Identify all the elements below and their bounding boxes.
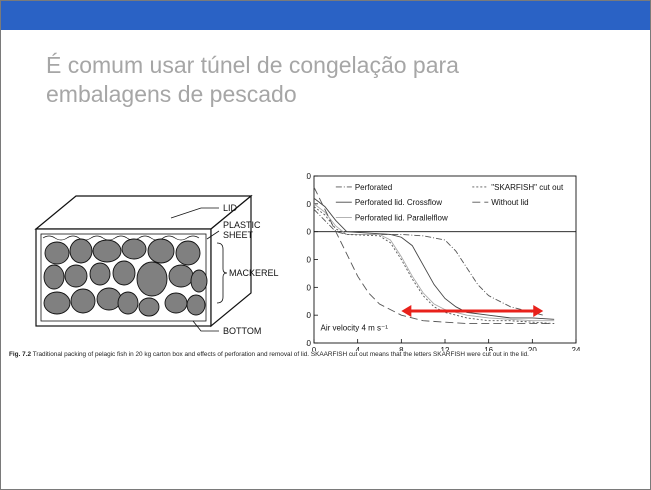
label-plastic: PLASTIC: [223, 220, 261, 230]
x-tick-label: 8: [399, 346, 404, 351]
air-velocity-annotation: Air velocity 4 m s⁻¹: [321, 323, 389, 332]
x-tick-label: 0: [312, 346, 317, 351]
label-lid: LID: [223, 203, 238, 213]
x-tick-label: 24: [572, 346, 581, 351]
series-line-4: [313, 206, 555, 324]
x-tick-label: 20: [528, 346, 537, 351]
x-tick-label: 16: [484, 346, 493, 351]
x-tick-label: 12: [441, 346, 450, 351]
legend-label-4: "SKARFISH" cut out: [491, 183, 564, 192]
temperature-chart: 20100-10-20-30-4004812162024Time (hour)T…: [306, 172, 581, 351]
label-bottom: BOTTOM: [223, 326, 261, 336]
series-line-1: [313, 209, 544, 316]
box-side: [210, 194, 252, 328]
lid-leader: [170, 207, 219, 219]
y-tick-label: 20: [306, 172, 312, 181]
x-tick-label: 4: [355, 346, 360, 351]
red-arrow-head-right: [533, 304, 544, 317]
slide-top-bar: [1, 1, 650, 30]
plastic-sheet-line: [42, 235, 200, 241]
caption-fig-label: Fig. 7.2: [9, 351, 32, 358]
y-tick-label: -40: [306, 339, 312, 348]
figure-caption: Fig. 7.2 Traditional packing of pelagic …: [9, 350, 644, 359]
legend-label-3: Perforated lid. Parallelflow: [355, 214, 448, 223]
y-tick-label: -20: [306, 283, 312, 292]
legend-label-2: Perforated lid. Crossflow: [355, 198, 442, 207]
series-line-5: [313, 186, 555, 324]
mackerel-blobs: [43, 238, 208, 317]
caption-text: Traditional packing of pelagic fish in 2…: [32, 351, 529, 358]
y-tick-label: 0: [307, 228, 312, 237]
mackerel-brace: [216, 242, 228, 304]
y-tick-label: -30: [306, 311, 312, 320]
bottom-leader: [192, 320, 219, 332]
label-sheet: SHEET: [223, 230, 254, 240]
series-line-2: [313, 197, 555, 320]
label-mackerel: MACKEREL: [229, 268, 279, 278]
legend-label-1: Perforated: [355, 183, 392, 192]
slide-title: É comum usar túnel de congelação para em…: [46, 52, 459, 107]
y-tick-label: 10: [306, 200, 312, 209]
plastic-leader: [206, 230, 220, 240]
series-line-3: [313, 203, 555, 322]
carton-box-diagram: LID PLASTIC SHEET MACKEREL BOTTOM: [34, 194, 279, 336]
y-tick-label: -10: [306, 256, 312, 265]
legend-label-5: Without lid: [491, 198, 528, 207]
red-arrow-head-left: [401, 304, 412, 317]
